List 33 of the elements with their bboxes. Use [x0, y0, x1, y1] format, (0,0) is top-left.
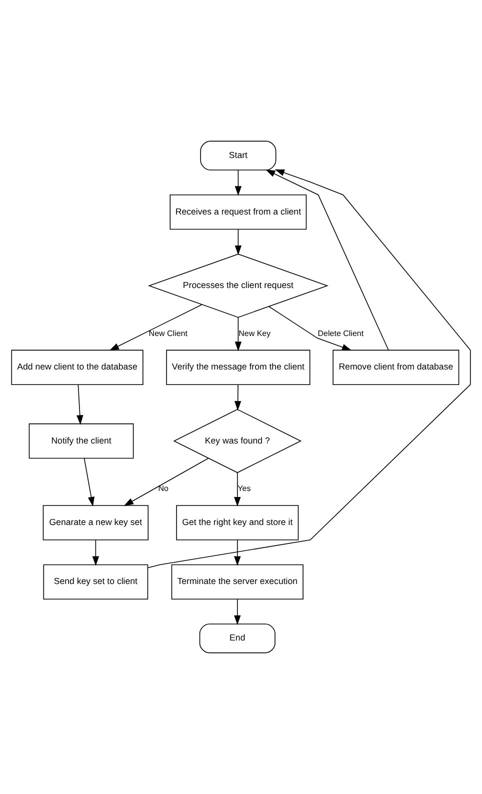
- node-box: End: [199, 624, 276, 654]
- node-diamond: Processes the client request: [148, 254, 328, 318]
- arrow: [234, 384, 242, 411]
- arrow: [266, 170, 389, 350]
- node-diamond: Key was found ?: [173, 408, 302, 474]
- node-box: Remove client from database: [332, 350, 460, 385]
- node-box: Genarate a new key set: [42, 505, 149, 540]
- node-box: Receives a request from a client: [170, 194, 307, 230]
- arrow: [124, 458, 209, 506]
- arrow: [234, 317, 242, 352]
- arrow: [148, 169, 471, 568]
- arrow: [234, 540, 241, 566]
- arrow: [234, 229, 242, 256]
- arrow: [234, 598, 241, 625]
- arrow: [84, 458, 95, 507]
- edge-label: No: [158, 484, 168, 494]
- arrow: [268, 306, 352, 351]
- edge-label: New Key: [238, 328, 271, 338]
- node-box: Verify the message from the client: [166, 350, 310, 385]
- edge-label: Yes: [238, 484, 251, 494]
- node-box: Start: [200, 140, 276, 170]
- edge-label: Delete Client: [318, 328, 364, 338]
- arrow: [92, 540, 100, 566]
- node-box: Send key set to client: [43, 564, 148, 600]
- arrow: [234, 472, 241, 507]
- edge-label: New Client: [148, 328, 188, 338]
- arrow: [109, 304, 202, 351]
- node-box: Add new client to the database: [11, 350, 144, 385]
- arrow: [76, 384, 84, 425]
- node-box: Get the right key and store it: [176, 505, 299, 540]
- node-box: Notify the client: [28, 423, 134, 459]
- node-box: Terminate the server execution: [171, 564, 304, 600]
- arrow: [234, 170, 242, 196]
